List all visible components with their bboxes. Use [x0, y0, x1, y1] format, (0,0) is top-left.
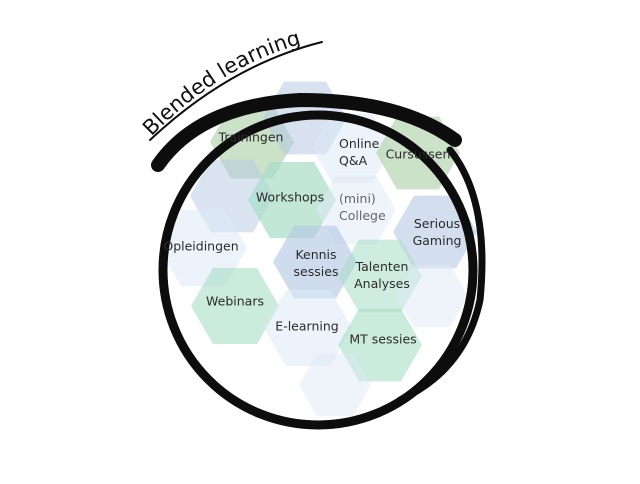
label-talenten-line2: Analyses	[354, 276, 410, 291]
hexagon-workshops-teal	[248, 161, 336, 239]
label-online-line1: Online	[339, 136, 380, 152]
label-workshops-text: Workshops	[255, 189, 325, 205]
label-opleidingen-text: Opleidingen	[163, 238, 239, 254]
label-college-line2: College	[339, 208, 386, 223]
hexagon-mt-sessies	[338, 308, 422, 382]
ring-right-brush-stroke	[396, 146, 486, 404]
label-online-line2: Q&A	[339, 153, 368, 168]
label-mt-sessies-text: MT sessies	[349, 331, 417, 347]
label-college-line1: (mini)	[339, 191, 376, 207]
label-trainingen: Trainingen	[219, 130, 284, 147]
label-mini-college: (mini)College	[339, 191, 386, 225]
label-kennis-line2: sessies	[293, 264, 339, 279]
ring-top-brush-stroke	[151, 92, 462, 172]
hexagon-opleidingen	[159, 209, 247, 287]
label-mt-sessies: MT sessies	[349, 332, 416, 349]
label-trainingen-text: Trainingen	[218, 129, 284, 145]
label-serious-line1: Serious	[413, 216, 461, 232]
hexagon-online-pale	[312, 113, 392, 183]
hexagon-bottom-pale	[299, 353, 371, 417]
label-talenten-line1: Talenten	[355, 259, 409, 275]
hexagon-kennis-sessies	[273, 225, 357, 299]
hexagon-serious-gaming	[393, 195, 477, 269]
label-kennis-line1: Kennis	[295, 247, 337, 263]
label-opleidingen: Opleidingen	[163, 239, 238, 256]
label-webinars-text: Webinars	[206, 293, 264, 309]
label-webinars: Webinars	[206, 294, 264, 311]
hexagon-webinars	[191, 267, 279, 345]
brush-ring	[149, 41, 486, 430]
label-e-learning-text: E-learning	[275, 318, 339, 334]
label-workshops: Workshops	[256, 190, 324, 207]
label-cursussen: Cursussen	[386, 147, 451, 164]
hexagon-right-pale	[396, 264, 468, 328]
label-e-learning: E-learning	[275, 319, 338, 336]
hexagon-e-learning	[264, 289, 352, 367]
ring-outer-stroke	[158, 110, 478, 430]
title-underline-stroke	[149, 41, 323, 141]
label-cursussen-text: Cursussen	[385, 146, 451, 162]
label-serious-line2: Gaming	[412, 233, 462, 248]
